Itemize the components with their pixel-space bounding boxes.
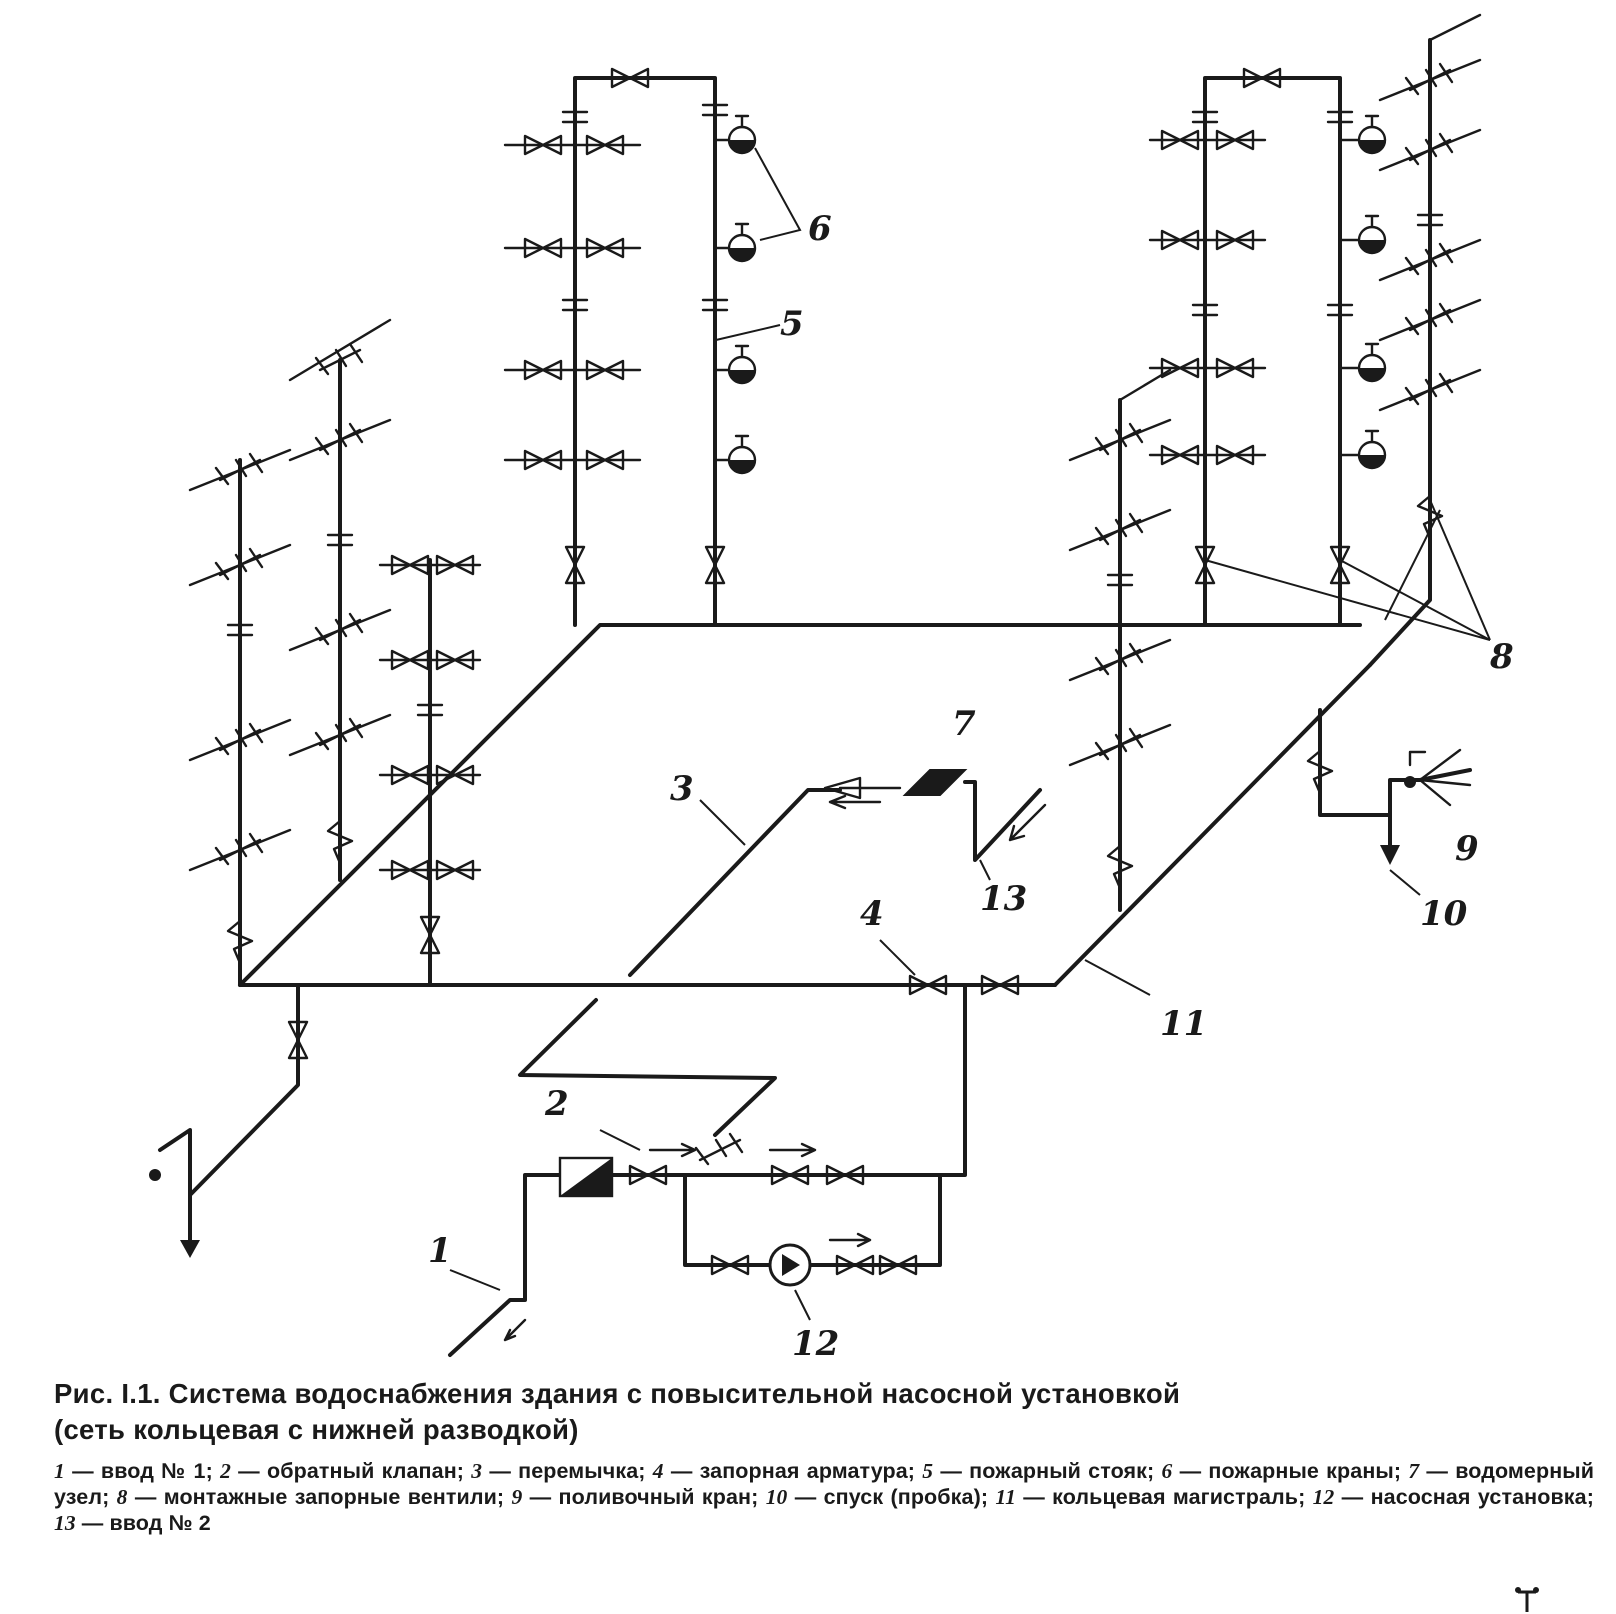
right-riser-back [1368, 13, 1482, 667]
back-left-risers [503, 67, 802, 627]
input-1-assembly [448, 983, 967, 1357]
legend-item: 3 — перемычка; [471, 1459, 653, 1483]
label-8: 8 [1489, 637, 1514, 677]
label-12: 12 [792, 1324, 839, 1364]
leaders [449, 799, 1421, 1321]
pump-unit [683, 1173, 942, 1287]
back-right-risers [1148, 67, 1387, 627]
label-2: 2 [544, 1084, 569, 1124]
legend-item: 13 — ввод № 2 [54, 1511, 211, 1535]
label-7: 7 [952, 704, 976, 744]
label-13: 13 [980, 879, 1027, 919]
corner-faucet-icon [1515, 1587, 1539, 1612]
water-supply-diagram: 1 2 3 4 5 6 7 8 9 10 11 12 13 [149, 13, 1514, 1364]
legend-item: 1 — ввод № 1; [54, 1459, 221, 1483]
figure-caption: Рис. I.1. Система водоснабжения здания с… [54, 1376, 1594, 1536]
left-riser-a [188, 448, 292, 987]
legend-item: 6 — пожарные краны; [1161, 1459, 1409, 1483]
left-riser-b [288, 318, 392, 882]
legend-item: 2 — обратный клапан; [220, 1459, 472, 1483]
label-3: 3 [670, 769, 694, 809]
left-riser-c [378, 554, 482, 987]
hose-tap-branch [1306, 708, 1472, 865]
caption-subtitle: (сеть кольцевая с нижней разводкой) [54, 1414, 579, 1445]
label-5: 5 [780, 304, 804, 344]
legend-item: 9 — поливочный кран; [511, 1485, 766, 1509]
water-meter-unit [823, 769, 1047, 862]
leaders-8 [1204, 499, 1491, 641]
ring-main [238, 623, 1372, 987]
left-drain-branch [149, 983, 309, 1258]
legend-item: 11 — кольцевая магистраль; [995, 1485, 1313, 1509]
label-6: 6 [808, 209, 832, 249]
legend-item: 7 — водомерный узел; [54, 1459, 1595, 1509]
legend-item: 5 — пожарный стояк; [922, 1459, 1162, 1483]
right-riser-front [1068, 368, 1172, 912]
label-11: 11 [1160, 1004, 1207, 1044]
label-4: 4 [860, 894, 884, 934]
callout-labels: 1 2 3 4 5 6 7 8 9 10 11 12 13 [428, 209, 1514, 1364]
legend-item: 4 — запорная арматура; [652, 1459, 923, 1483]
legend-item: 8 — монтажные запорные вентили; [116, 1485, 512, 1509]
label-1: 1 [428, 1231, 452, 1271]
label-10: 10 [1420, 894, 1468, 934]
legend-item: 12 — насосная установка; [1312, 1485, 1594, 1509]
caption-legend: 1 — ввод № 1; 2 — обратный клапан; 3 — п… [54, 1458, 1594, 1536]
legend-item: 10 — спуск (пробка); [765, 1485, 996, 1509]
caption-title: Рис. I.1. Система водоснабжения здания с… [54, 1378, 1181, 1409]
label-9: 9 [1455, 829, 1479, 869]
